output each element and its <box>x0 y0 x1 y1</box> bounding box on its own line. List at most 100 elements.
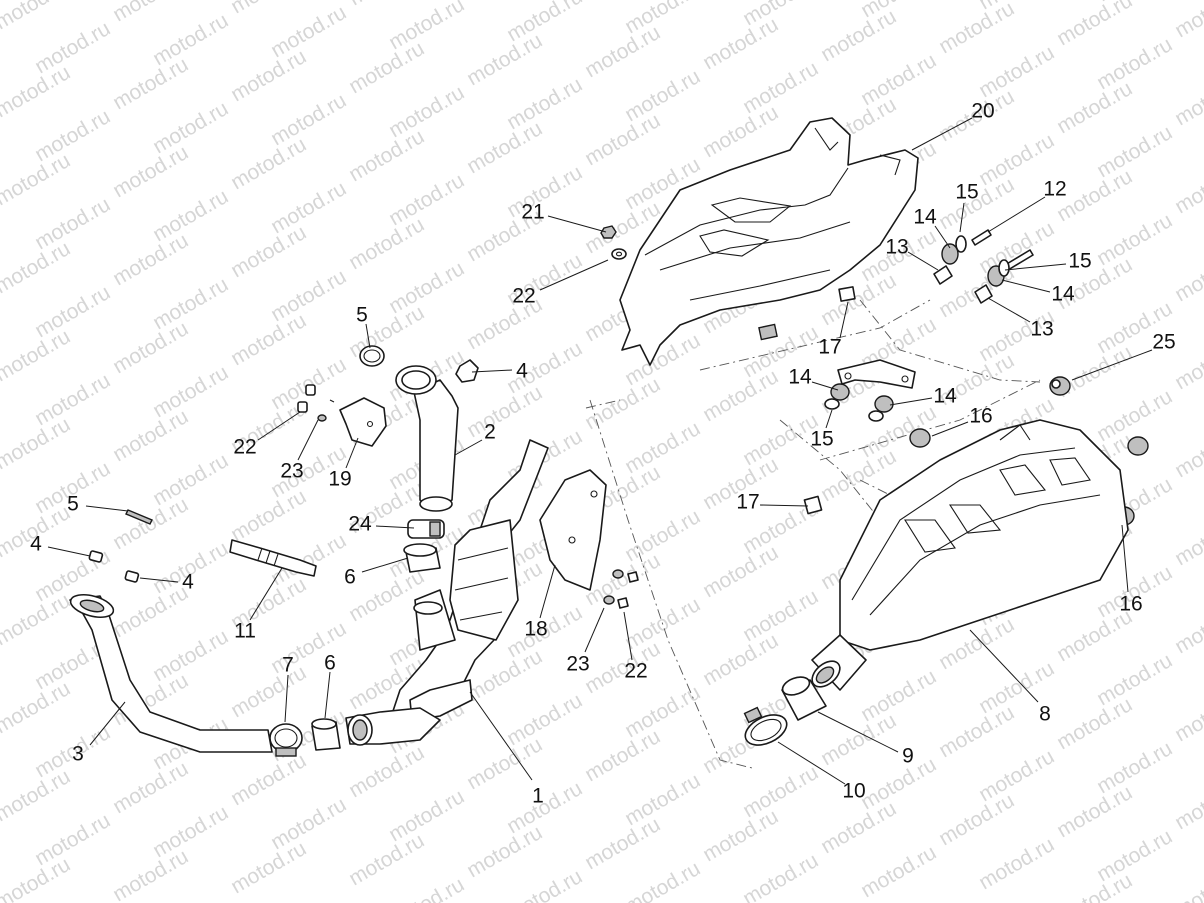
callout-c14c: 14 <box>788 366 839 391</box>
leader-line <box>987 196 1046 233</box>
part-3-header-pipe <box>69 593 273 753</box>
leader-line <box>375 525 415 529</box>
part-20-heat-shield-cover <box>619 117 919 366</box>
callout-number: 13 <box>1030 318 1053 341</box>
part-2-front-pipe <box>395 365 459 512</box>
callout-number: 23 <box>566 653 589 676</box>
callout-c5a: 5 <box>356 304 371 349</box>
leader-line <box>1004 263 1067 271</box>
callout-number: 5 <box>67 493 79 516</box>
part-17-clip-upper <box>758 286 856 341</box>
leader-line <box>284 674 289 723</box>
callout-c9: 9 <box>817 711 914 768</box>
callout-number: 10 <box>842 780 865 803</box>
callout-number: 12 <box>1043 178 1066 201</box>
leader-line <box>454 439 483 456</box>
callout-c10: 10 <box>777 741 866 803</box>
callout-number: 22 <box>512 285 535 308</box>
callout-c18: 18 <box>524 564 556 641</box>
callout-c14b: 14 <box>1001 279 1075 306</box>
callout-c8: 8 <box>969 629 1051 726</box>
callout-number: 8 <box>1039 703 1051 726</box>
leader-line <box>547 215 607 233</box>
mounting-bracket <box>837 359 916 389</box>
leader-line <box>345 437 359 469</box>
part-8-silencer <box>811 419 1129 691</box>
callout-c4a: 4 <box>471 360 528 383</box>
part-4-nuts <box>88 359 479 583</box>
callout-number: 1 <box>532 785 544 808</box>
callout-c23b: 23 <box>566 607 605 676</box>
callout-c11: 11 <box>234 567 283 643</box>
callout-number: 14 <box>1051 283 1075 306</box>
part-5-ring-and-stud <box>125 345 385 525</box>
leader-line <box>469 691 533 781</box>
callout-c20: 20 <box>911 100 995 151</box>
callout-c14d: 14 <box>889 385 957 408</box>
callout-c17a: 17 <box>818 301 849 359</box>
leader-line <box>623 611 633 661</box>
leader-line <box>969 629 1039 703</box>
part-18-heat-shield <box>539 469 607 591</box>
leader-line <box>471 369 513 373</box>
part-22-23-side-screws <box>603 569 639 609</box>
leader-line <box>85 505 129 512</box>
callout-c4c: 4 <box>139 571 194 594</box>
leader-line <box>777 741 846 785</box>
leader-line <box>361 557 409 573</box>
callout-c4b: 4 <box>30 533 91 557</box>
callout-c15c: 15 <box>810 409 834 451</box>
leader-line <box>539 259 609 291</box>
leader-line <box>911 117 973 151</box>
part-24-clamp <box>407 519 445 539</box>
leader-line <box>249 567 283 621</box>
callout-number: 18 <box>524 618 547 641</box>
leader-line <box>584 607 605 653</box>
part-11-lambda-sensor <box>229 539 317 577</box>
callout-c19: 19 <box>328 437 359 491</box>
callout-number: 2 <box>484 421 496 444</box>
callout-number: 22 <box>624 660 647 683</box>
callout-number: 15 <box>955 181 978 204</box>
part-22-washer-top <box>611 248 627 260</box>
callout-c22b: 22 <box>233 411 301 459</box>
callout-c24: 24 <box>348 513 415 536</box>
callout-c16b: 16 <box>1119 524 1143 616</box>
callout-number: 9 <box>902 745 914 768</box>
callout-number: 15 <box>810 428 833 451</box>
part-22-23-small-screws <box>297 384 335 422</box>
callout-number: 6 <box>324 652 336 675</box>
callout-number: 17 <box>818 336 841 359</box>
part-6-gasket-lower <box>311 718 341 751</box>
callout-c22a: 22 <box>512 259 609 308</box>
callout-number: 4 <box>30 533 42 556</box>
leader-line <box>817 711 899 753</box>
callout-c15b: 15 <box>1004 250 1092 273</box>
callout-c14a: 14 <box>913 206 951 249</box>
part-9-sleeve <box>781 676 827 721</box>
callout-c13a: 13 <box>885 236 939 271</box>
leader-line <box>759 504 809 507</box>
callout-number: 20 <box>971 100 994 123</box>
callout-number: 22 <box>233 436 256 459</box>
callout-c7: 7 <box>282 654 294 723</box>
callout-c16a: 16 <box>931 405 993 437</box>
callout-c5b: 5 <box>67 493 129 516</box>
leader-line <box>1071 349 1153 381</box>
callout-c12: 12 <box>987 178 1067 233</box>
callout-number: 15 <box>1068 250 1091 273</box>
callout-number: 16 <box>969 405 992 428</box>
callout-number: 16 <box>1119 593 1142 616</box>
leader-line <box>139 577 179 583</box>
callout-number: 21 <box>521 201 544 224</box>
callout-c23a: 23 <box>280 419 319 483</box>
callout-number: 19 <box>328 468 351 491</box>
leader-line <box>839 301 849 339</box>
leader-line <box>934 225 951 249</box>
callout-c6a: 6 <box>344 557 409 589</box>
part-15-washers <box>824 235 1010 422</box>
leader-line <box>959 202 965 233</box>
callout-c15a: 15 <box>955 181 979 233</box>
callout-c25: 25 <box>1071 331 1176 381</box>
callout-layer: 1234445566789101112131314141414151515161… <box>30 100 1176 808</box>
